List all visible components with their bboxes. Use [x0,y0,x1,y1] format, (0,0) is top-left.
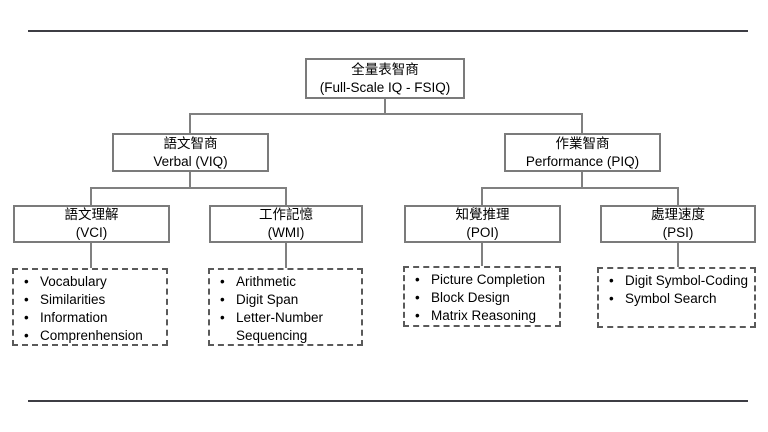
subtest-list-vci: Vocabulary Similarities Information Comp… [12,268,168,346]
subtest-list-psi: Digit Symbol-Coding Symbol Search [597,267,756,328]
connector-line [189,113,582,115]
subtest-item: Comprenhension [18,327,162,345]
node-viq-zh: 語文智商 [163,135,218,151]
node-fsiq-en: (Full-Scale IQ - FSIQ) [319,79,451,95]
connector-line [285,187,287,205]
node-poi-zh: 知覺推理 [455,207,510,223]
node-fsiq: 全量表智商 (Full-Scale IQ - FSIQ) [305,58,465,99]
subtest-item: Letter-Number Sequencing [214,309,357,345]
subtest-list-poi: Picture Completion Block Design Matrix R… [403,266,561,327]
subtest-item: Similarities [18,291,162,309]
connector-line [677,243,679,267]
connector-line [384,98,386,114]
subtest-item: Information [18,309,162,327]
connector-line [581,113,583,133]
subtest-item: Matrix Reasoning [409,307,555,325]
connector-line [481,187,678,189]
node-vci-en: (VCI) [75,225,108,240]
node-wmi-en: (WMI) [267,225,305,240]
connector-line [90,187,92,205]
subtest-item: Picture Completion [409,271,555,289]
node-psi-en: (PSI) [662,225,694,240]
node-wmi-zh: 工作記憶 [259,207,313,223]
subtest-item: Vocabulary [18,273,162,291]
node-poi: 知覺推理 (POI) [404,205,561,243]
connector-line [481,187,483,205]
node-wmi: 工作記憶 (WMI) [209,205,363,243]
top-divider [28,30,748,32]
node-vci: 語文理解 (VCI) [13,205,170,243]
node-piq: 作業智商 Performance (PIQ) [504,133,661,172]
subtest-list-wmi: Arithmetic Digit Span Letter-Number Sequ… [208,268,363,346]
node-psi: 處理速度 (PSI) [600,205,756,243]
connector-line [189,113,191,133]
subtest-item: Arithmetic [214,273,357,291]
node-viq-en: Verbal (VIQ) [153,153,228,169]
connector-line [285,243,287,268]
connector-line [189,172,191,188]
subtest-item: Digit Span [214,291,357,309]
node-viq: 語文智商 Verbal (VIQ) [112,133,269,172]
subtest-item: Digit Symbol-Coding [603,272,750,290]
node-fsiq-zh: 全量表智商 [351,61,419,77]
bottom-divider [28,400,748,402]
node-piq-zh: 作業智商 [555,135,610,151]
connector-line [581,172,583,188]
node-poi-en: (POI) [466,225,499,240]
connector-line [677,187,679,205]
connector-line [90,243,92,268]
subtest-item: Block Design [409,289,555,307]
node-psi-zh: 處理速度 [651,207,705,223]
subtest-item: Symbol Search [603,290,750,308]
connector-line [481,243,483,266]
connector-line [90,187,286,189]
node-vci-zh: 語文理解 [64,207,119,223]
node-piq-en: Performance (PIQ) [525,153,640,169]
